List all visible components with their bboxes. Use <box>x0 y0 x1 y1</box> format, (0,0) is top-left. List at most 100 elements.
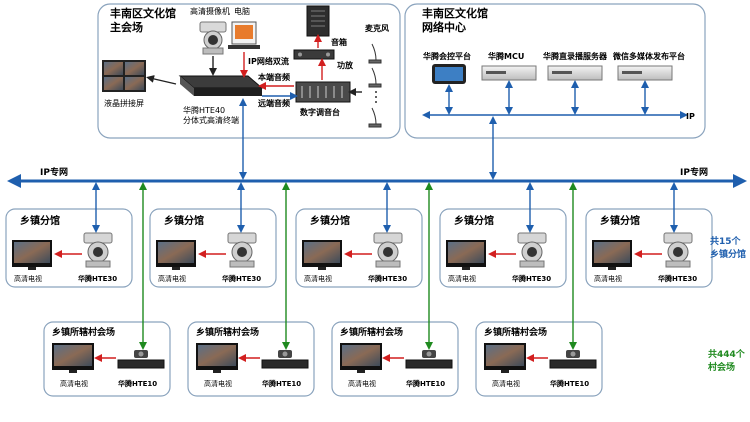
branch-tv-label: 高清电视 <box>158 274 186 283</box>
branch-device-label: 华腾HTE30 <box>512 274 551 283</box>
speaker-icon <box>306 5 330 37</box>
hte10-device-icon <box>117 350 165 369</box>
village-device-label: 华腾HTE10 <box>118 379 157 388</box>
branch-device-label: 华腾HTE30 <box>78 274 117 283</box>
center-ip-label: IP <box>686 112 695 121</box>
wechat-platform-server-icon <box>617 65 673 81</box>
amplifier-icon <box>293 49 335 60</box>
mcu-label: 华腾MCU <box>488 51 524 61</box>
township-branch: 乡镇分馆高清电视华腾HTE30 <box>439 208 567 288</box>
terminal-label-line2: 分体式高清终端 <box>183 115 239 125</box>
hte30-camera-icon <box>373 232 403 268</box>
branch-count-line1: 共15个 <box>710 235 742 247</box>
lcd-label: 液晶拼接屏 <box>104 98 144 108</box>
branch-device-label: 华腾HTE30 <box>222 274 261 283</box>
mcu-device-icon <box>481 65 537 81</box>
village-tv-label: 高清电视 <box>348 379 376 388</box>
remote-audio-label: 远端音频 <box>258 98 290 108</box>
lcd-splicing-screen-icon <box>102 60 146 92</box>
hd-tv-icon <box>302 240 342 270</box>
main-venue-title-line1: 丰南区文化馆 <box>110 6 176 20</box>
village-count-line1: 共444个 <box>708 348 746 360</box>
hd-tv-icon <box>340 343 382 373</box>
microphone-label: 麦克风 <box>365 23 389 33</box>
backbone-left-label: IP专网 <box>40 166 68 178</box>
branch-title: 乡镇分馆 <box>164 214 204 227</box>
hte30-camera-icon <box>663 232 693 268</box>
network-center-title-line1: 丰南区文化馆 <box>422 6 488 20</box>
microphone-more-dots <box>375 91 377 103</box>
branch-title: 乡镇分馆 <box>454 214 494 227</box>
main-venue-title-line2: 主会场 <box>110 20 143 34</box>
branch-device-label: 华腾HTE30 <box>658 274 697 283</box>
branch-tv-label: 高清电视 <box>304 274 332 283</box>
hd-tv-icon <box>196 343 238 373</box>
village-device-label: 华腾HTE10 <box>262 379 301 388</box>
computer-icon <box>228 21 260 49</box>
microphone-icon <box>368 43 382 128</box>
recording-server-icon <box>547 65 603 81</box>
network-center-box: 丰南区文化馆 网络中心 华腾会控平台 华腾MCU 华腾直录播服务器 微信多媒体发… <box>404 3 706 139</box>
hte40-terminal-icon <box>178 75 264 96</box>
branch-tv-label: 高清电视 <box>594 274 622 283</box>
hte10-device-icon <box>405 350 453 369</box>
village-venue-group: 乡镇所辖村会场高清电视华腾HTE10乡镇所辖村会场高清电视华腾HTE10乡镇所辖… <box>43 182 603 397</box>
terminal-to-lcd-arrow <box>146 75 177 85</box>
network-center-title-line2: 网络中心 <box>422 20 466 34</box>
hte30-camera-icon <box>83 232 113 268</box>
main-venue-box: 丰南区文化馆 主会场 高清摄像机 电脑 音箱 <box>97 3 401 139</box>
hd-tv-icon <box>446 240 486 270</box>
digital-mixer-icon <box>295 81 351 103</box>
village-title: 乡镇所辖村会场 <box>196 326 259 338</box>
branch-title: 乡镇分馆 <box>310 214 350 227</box>
hte30-camera-icon <box>517 232 547 268</box>
village-tv-label: 高清电视 <box>492 379 520 388</box>
village-tv-label: 高清电视 <box>204 379 232 388</box>
branch-device-label: 华腾HTE30 <box>368 274 407 283</box>
village-tv-label: 高清电视 <box>60 379 88 388</box>
hd-tv-icon <box>156 240 196 270</box>
hte10-device-icon <box>549 350 597 369</box>
village-device-label: 华腾HTE10 <box>406 379 445 388</box>
hd-tv-icon <box>12 240 52 270</box>
backbone-right-label: IP专网 <box>680 166 708 178</box>
branch-count-line2: 乡镇分馆 <box>710 248 746 260</box>
wechat-platform-label: 微信多媒体发布平台 <box>612 51 685 61</box>
hd-tv-icon <box>484 343 526 373</box>
recording-server-label: 华腾直录播服务器 <box>543 51 608 61</box>
terminal-label-line1: 华腾HTE40 <box>183 105 225 115</box>
village-count-line2: 村会场 <box>708 361 735 373</box>
village-title: 乡镇所辖村会场 <box>484 326 547 338</box>
village-device-label: 华腾HTE10 <box>550 379 589 388</box>
local-audio-label: 本端音频 <box>257 72 290 82</box>
amplifier-label: 功放 <box>337 60 354 70</box>
hte10-device-icon <box>261 350 309 369</box>
control-platform-label: 华腾会控平台 <box>423 51 471 61</box>
village-title: 乡镇所辖村会场 <box>52 326 115 338</box>
computer-label: 电脑 <box>234 6 250 16</box>
hte30-camera-icon <box>227 232 257 268</box>
village-title: 乡镇所辖村会场 <box>340 326 403 338</box>
branch-title: 乡镇分馆 <box>600 214 640 227</box>
hd-tv-icon <box>592 240 632 270</box>
branch-tv-label: 高清电视 <box>14 274 42 283</box>
speaker-label: 音箱 <box>331 37 347 47</box>
hd-camera-icon <box>199 21 227 55</box>
mixer-label: 数字调音台 <box>300 107 340 117</box>
branch-title: 乡镇分馆 <box>20 214 60 227</box>
ip-dual-stream-label: IP网络双流 <box>248 56 289 66</box>
control-platform-tablet-icon <box>432 64 466 84</box>
hd-tv-icon <box>52 343 94 373</box>
camera-label: 高清摄像机 <box>190 6 230 16</box>
